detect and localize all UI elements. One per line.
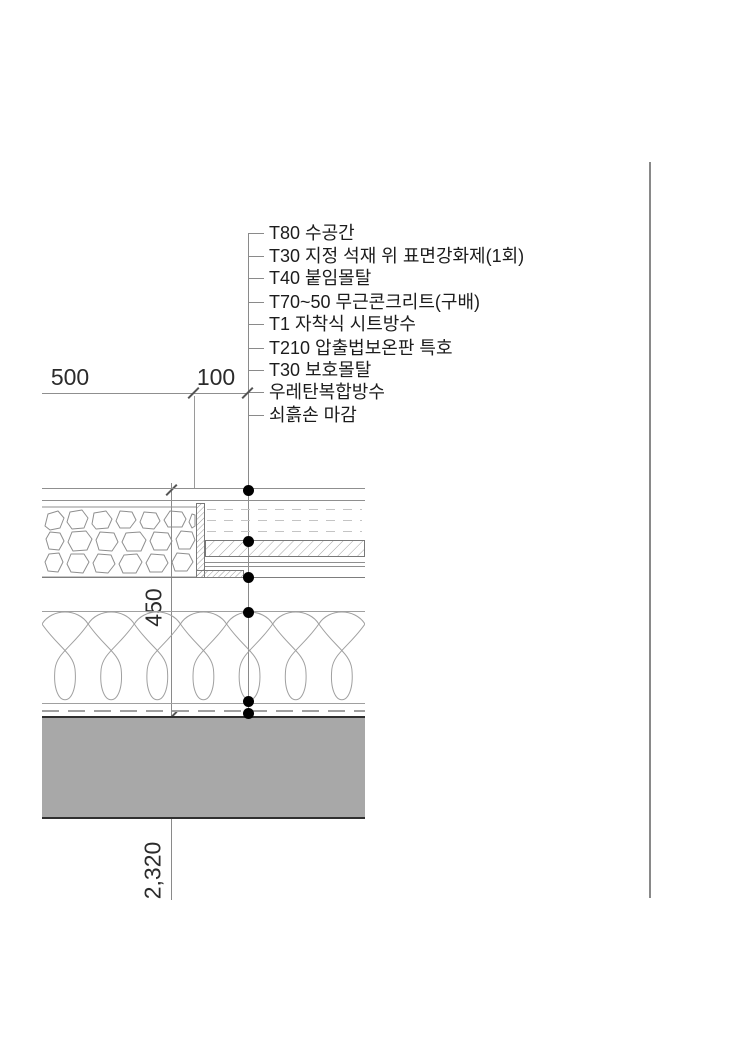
- callout-label: T40 붙임몰탈: [269, 268, 372, 288]
- water-hatch: [207, 531, 362, 532]
- leader-stub: [248, 232, 264, 234]
- callout-label: T80 수공간: [269, 223, 355, 243]
- callout-label: T30 지정 석재 위 표면강화제(1회): [269, 246, 525, 266]
- dimension-line-vertical: [171, 483, 172, 900]
- leader-dot: [243, 485, 254, 496]
- leader-stub: [248, 414, 264, 416]
- finish-top-line: [42, 500, 365, 501]
- callout-item: T80 수공간: [248, 221, 355, 245]
- membrane-dashed-line: [42, 710, 365, 712]
- page-border-line: [649, 162, 651, 898]
- callout-label: 쇠흙손 마감: [269, 405, 357, 425]
- leader-dot: [243, 572, 254, 583]
- callout-item: T210 압출법보온판 특호: [248, 336, 453, 360]
- dimension-line-horizontal: [42, 393, 248, 394]
- leader-stub: [248, 369, 264, 371]
- callout-item: T70~50 무근콘크리트(구배): [248, 290, 480, 314]
- callout-item: T1 자착식 시트방수: [248, 312, 416, 336]
- concrete-slab: [42, 716, 365, 819]
- callout-item: T30 보호몰탈: [248, 358, 371, 382]
- leader-dot: [243, 708, 254, 719]
- dimension-label-2320: 2,320: [139, 841, 166, 900]
- mortar-hatch-band: [205, 540, 365, 557]
- dimension-label-100: 100: [196, 364, 236, 390]
- water-hatch: [207, 509, 362, 510]
- water-surface-line: [42, 488, 365, 489]
- callout-label: T30 보호몰탈: [269, 360, 372, 380]
- layer-line: [205, 562, 365, 563]
- leader-dot: [243, 607, 254, 618]
- leader-stub: [248, 323, 264, 325]
- leader-spine-line: [248, 234, 249, 713]
- leader-stub: [248, 391, 264, 393]
- callout-item: T40 붙임몰탈: [248, 266, 371, 290]
- callout-item: 쇠흙손 마감: [248, 403, 357, 427]
- leader-stub: [248, 277, 264, 279]
- layer-line: [205, 566, 365, 567]
- assembly-bottom-line: [42, 577, 365, 578]
- insulation-hatch: [42, 611, 365, 704]
- water-hatch: [207, 520, 362, 521]
- callout-item: 우레탄복합방수: [248, 380, 385, 404]
- callout-label: 우레탄복합방수: [269, 382, 385, 402]
- callout-label: T1 자착식 시트방수: [269, 314, 416, 334]
- leader-dot: [243, 696, 254, 707]
- leader-stub: [248, 255, 264, 257]
- extension-line: [194, 396, 195, 488]
- dimension-label-500: 500: [50, 364, 90, 390]
- callout-item: T30 지정 석재 위 표면강화제(1회): [248, 244, 524, 268]
- callout-label: T70~50 무근콘크리트(구배): [269, 292, 481, 312]
- leader-stub: [248, 301, 264, 303]
- leader-dot: [243, 536, 254, 547]
- leader-stub: [248, 347, 264, 349]
- stone-hatch: [42, 506, 196, 578]
- callout-label: T210 압출법보온판 특호: [269, 338, 453, 358]
